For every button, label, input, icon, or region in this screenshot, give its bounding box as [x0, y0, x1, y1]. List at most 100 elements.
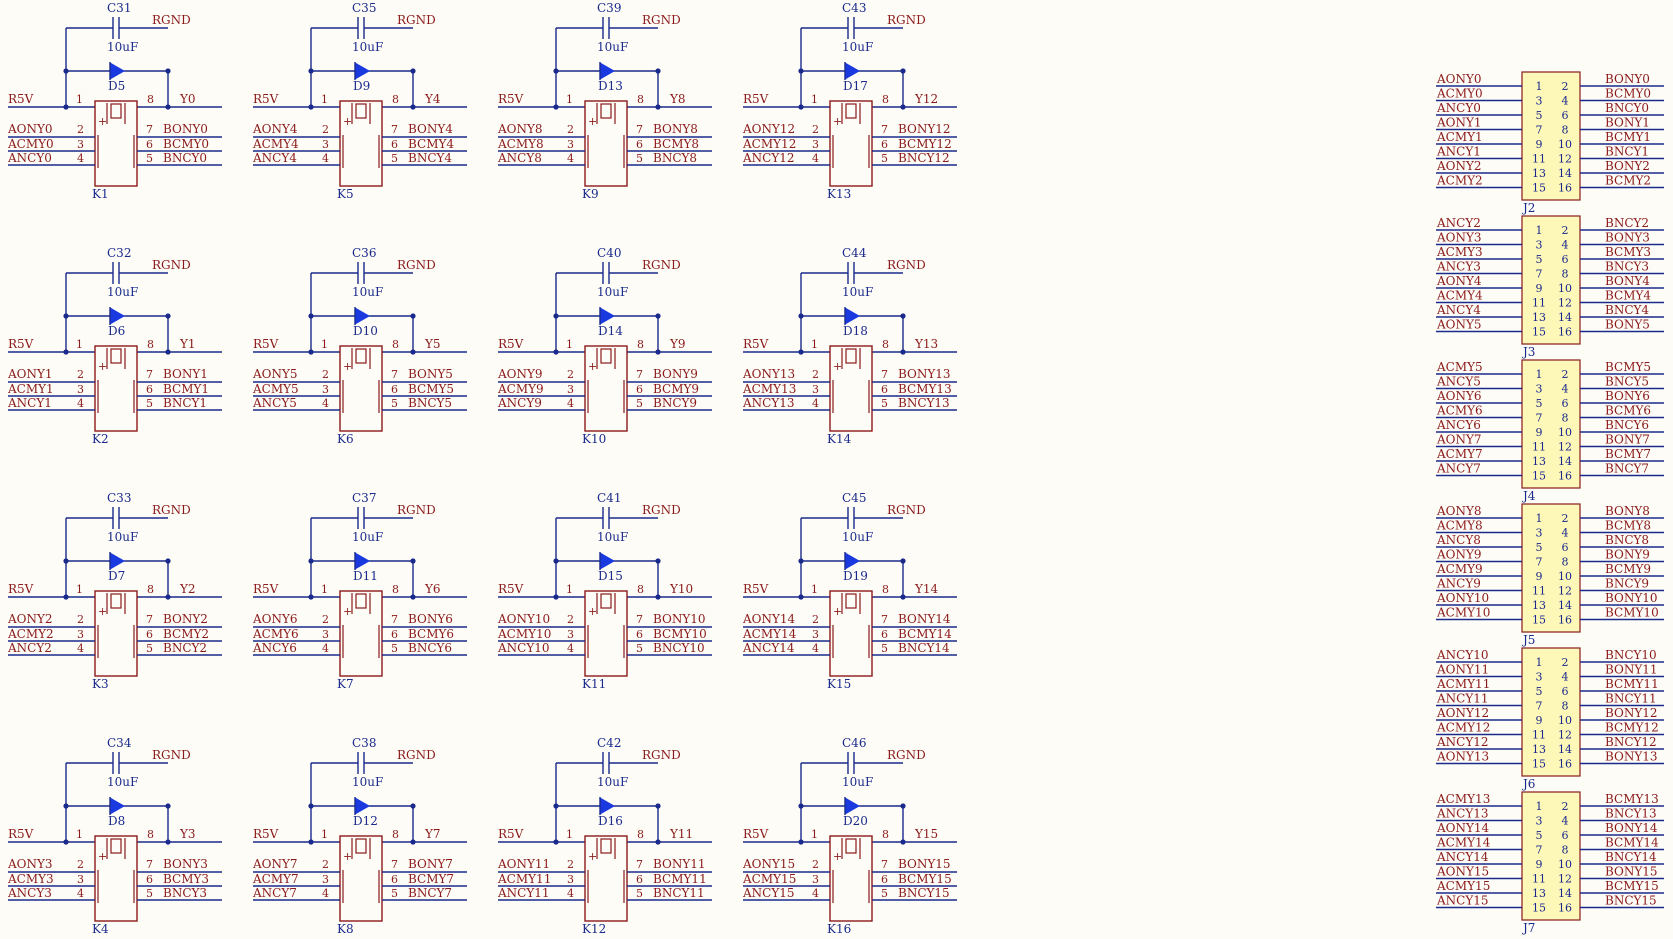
header-left-net: AONY7: [1436, 433, 1482, 447]
header-right-net: BCMY6: [1605, 404, 1651, 418]
header-right-net: BONY3: [1605, 231, 1650, 245]
junction-dot: [308, 558, 314, 564]
pin-number: 3: [567, 628, 574, 641]
coil-polarity: +: [98, 605, 107, 618]
pin-number: 5: [146, 887, 153, 900]
capacitor-value: 10uF: [352, 285, 383, 299]
pin-number: 7: [881, 613, 888, 626]
pin-number: 8: [392, 828, 399, 841]
pin-number: 3: [322, 138, 329, 151]
rgnd-label: RGND: [887, 258, 926, 272]
header-pin-number: 7: [1536, 124, 1543, 137]
relay-ref: K11: [582, 677, 606, 691]
pin-number: 6: [391, 383, 398, 396]
pin-number: 1: [566, 338, 573, 351]
pin-net-label: BCMY1: [163, 382, 209, 396]
diode-ref: D8: [108, 814, 125, 828]
junction-dot: [63, 68, 69, 74]
pin-net-label: ANCY11: [497, 886, 550, 900]
junction-dot: [410, 104, 416, 110]
pin-number: 2: [812, 613, 819, 626]
r5v-label: R5V: [498, 92, 524, 106]
junction-dot: [798, 594, 804, 600]
header-pin-number: 16: [1558, 614, 1572, 627]
header-pin-number: 16: [1558, 470, 1572, 483]
header-pin-number: 3: [1536, 383, 1543, 396]
rgnd-label: RGND: [642, 258, 681, 272]
capacitor-ref: C42: [597, 736, 621, 750]
pin-net-label: ACMY6: [252, 627, 299, 641]
pin-number: 8: [882, 828, 889, 841]
junction-dot: [553, 558, 559, 564]
header-pin-number: 16: [1558, 326, 1572, 339]
pin-number: 5: [146, 152, 153, 165]
pin-number: 5: [146, 397, 153, 410]
pin-number: 8: [637, 828, 644, 841]
y-net-label: Y15: [914, 827, 938, 841]
pin-number: 1: [321, 338, 328, 351]
relay-ref: K13: [827, 187, 851, 201]
pin-net-label: ACMY9: [497, 382, 544, 396]
pin-number: 6: [636, 628, 643, 641]
capacitor-value: 10uF: [107, 40, 138, 54]
pin-net-label: ANCY1: [7, 396, 52, 410]
pin-net-label: AONY11: [497, 857, 550, 871]
header-pin-number: 6: [1562, 109, 1569, 122]
header-pin-number: 10: [1558, 858, 1572, 871]
header-left-net: ANCY15: [1436, 894, 1489, 908]
pin-number: 2: [812, 123, 819, 136]
pin-net-label: AONY1: [7, 367, 53, 381]
header-pin-number: 11: [1532, 441, 1546, 454]
pin-number: 2: [322, 123, 329, 136]
pin-net-label: BNCY11: [653, 886, 705, 900]
header-left-net: ANCY14: [1436, 850, 1489, 864]
header-pin-number: 1: [1536, 368, 1543, 381]
pin-number: 5: [881, 642, 888, 655]
junction-dot: [165, 558, 171, 564]
header-pin-number: 15: [1532, 182, 1546, 195]
junction-dot: [655, 313, 661, 319]
header-pin-number: 13: [1532, 743, 1546, 756]
capacitor-ref: C37: [352, 491, 376, 505]
rgnd-label: RGND: [152, 13, 191, 27]
pin-number: 1: [811, 338, 818, 351]
junction-dot: [655, 68, 661, 74]
relay-ref: K6: [337, 432, 354, 446]
header-pin-number: 14: [1558, 311, 1572, 324]
header-left-net: AONY5: [1436, 318, 1482, 332]
relay-ref: K4: [92, 922, 109, 936]
pin-net-label: ACMY5: [252, 382, 299, 396]
pin-number: 4: [322, 642, 329, 655]
coil-polarity: +: [98, 360, 107, 373]
junction-dot: [165, 349, 171, 355]
header-pin-number: 2: [1562, 80, 1569, 93]
header-left-net: ACMY9: [1436, 562, 1483, 576]
header-pin-number: 12: [1558, 729, 1572, 742]
header-pin-number: 16: [1558, 758, 1572, 771]
junction-dot: [63, 349, 69, 355]
junction-dot: [900, 558, 906, 564]
junction-dot: [410, 349, 416, 355]
diode-ref: D15: [598, 569, 623, 583]
junction-dot: [165, 594, 171, 600]
header-pin-number: 8: [1562, 268, 1569, 281]
header-right-net: BCMY12: [1605, 721, 1659, 735]
rgnd-label: RGND: [152, 748, 191, 762]
header-left-net: AONY12: [1436, 706, 1489, 720]
pin-number: 7: [636, 368, 643, 381]
pin-net-label: BONY8: [653, 122, 698, 136]
header-pin-number: 8: [1562, 412, 1569, 425]
header-pin-number: 6: [1562, 541, 1569, 554]
junction-dot: [655, 349, 661, 355]
pin-number: 7: [636, 123, 643, 136]
pin-number: 8: [147, 93, 154, 106]
pin-number: 3: [812, 383, 819, 396]
pin-net-label: AONY12: [742, 122, 795, 136]
header-pin-number: 2: [1562, 368, 1569, 381]
header-right-net: BNCY7: [1605, 462, 1649, 476]
pin-number: 2: [812, 368, 819, 381]
header-left-net: ANCY9: [1436, 577, 1481, 591]
rgnd-label: RGND: [397, 13, 436, 27]
header-pin-number: 14: [1558, 743, 1572, 756]
